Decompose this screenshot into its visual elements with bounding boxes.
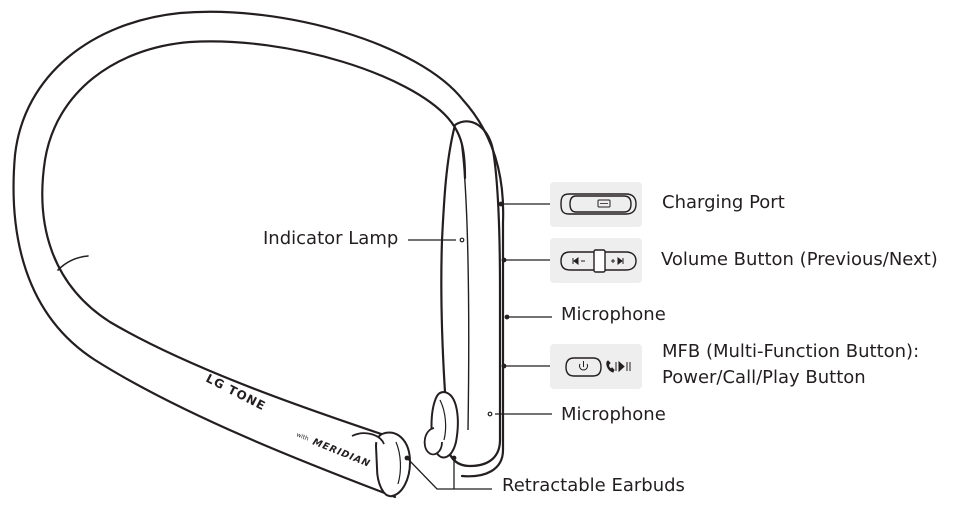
microphone-lower-label: Microphone [561,404,666,425]
left-earbud-detail [395,441,402,485]
charging-port-inset-box [550,182,642,227]
charging-port-housing [560,193,637,215]
mfb-label-line1: MFB (Multi-Function Button): [662,341,920,362]
left-earbud-tip [351,432,385,445]
leader-lines [404,201,552,490]
mfb-housing [565,357,602,377]
band-seam [57,255,89,271]
volume-next-icon [611,257,624,265]
charging-port-dot [498,201,504,207]
mfb-dot [501,363,507,369]
meridian-logo-prefix: with [295,431,310,442]
volume-previous-icon [572,257,585,265]
indicator-lamp-label: Indicator Lamp [263,228,399,249]
right-earbud [423,391,459,459]
mfb-label-line2: Power/Call/Play Button [662,367,866,388]
volume-button-label: Volume Button (Previous/Next) [661,249,938,270]
left-earbud [351,431,411,498]
lower-microphone-hole [487,411,493,417]
right-earbud-detail [439,399,447,441]
neckband-inner-contour [41,40,467,444]
mfb-inset [550,344,642,389]
microphone-upper-label: Microphone [561,304,666,325]
neckband-outer-contour [12,10,505,499]
volume-rocker-center [593,249,606,273]
call-icon [606,360,615,373]
power-icon [579,361,588,371]
indicator-lamp-dot [459,237,465,243]
charging-port-label: Charging Port [662,192,785,213]
pod-inner-ridge [460,139,470,431]
charging-port-icon [597,199,611,208]
volume-button-inset [550,238,642,283]
lg-tone-logo: LG TONE [204,371,269,413]
play-pause-icon [615,360,631,373]
meridian-logo: MERIDIAN [311,437,372,470]
earbuds-left-dot [404,455,410,461]
retractable-earbuds-label: Retractable Earbuds [502,475,685,496]
earbuds-right-dot [451,455,457,461]
mfb-inset-box [550,344,642,389]
earbuds [351,391,459,498]
neckband-body [12,10,505,499]
right-earbud-tip [423,427,443,456]
charging-port-housing-lip [569,195,632,213]
charging-port-inset [550,182,642,227]
volume-button-dot [501,257,507,263]
microphone-upper-dot [504,314,510,320]
volume-rocker-housing [560,251,637,271]
earbuds-leader [406,457,492,490]
